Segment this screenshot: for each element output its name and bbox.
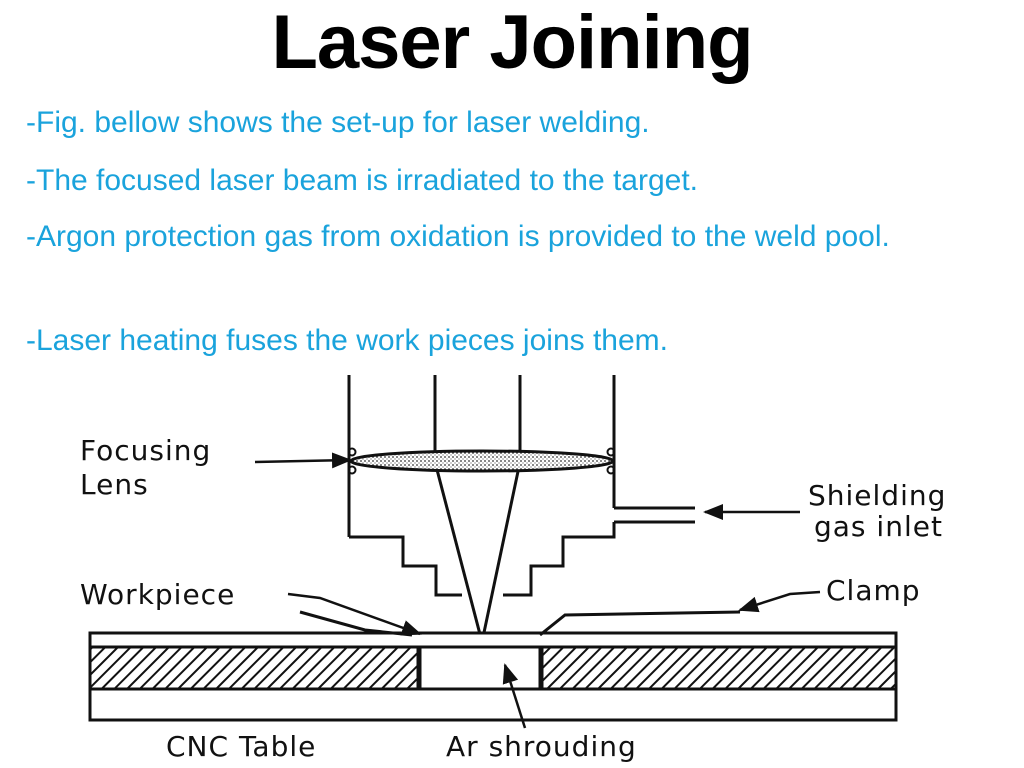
support-block-right xyxy=(540,645,898,691)
slide-title: Laser Joining xyxy=(271,0,753,85)
workpiece-plate xyxy=(88,631,898,649)
ar-shroud-box xyxy=(418,645,542,691)
clamp-left xyxy=(299,610,413,637)
lens-holder-left-top xyxy=(347,447,357,457)
label-focusing-lens-1: Focusing xyxy=(80,434,211,467)
focused-beam-right xyxy=(480,461,522,643)
nozzle-right xyxy=(503,522,616,597)
clamp-arrow xyxy=(738,590,821,613)
bullet-1: -Fig. bellow shows the set-up for laser … xyxy=(26,106,650,139)
cnc-table xyxy=(88,687,898,722)
label-shielding-gas-2: gas inlet xyxy=(814,510,943,543)
support-block-left xyxy=(88,645,420,691)
label-clamp: Clamp xyxy=(826,574,921,607)
bullet-2: -The focused laser beam is irradiated to… xyxy=(26,164,699,197)
focusing-lens-arrow xyxy=(254,452,352,469)
lens-holder-left-bottom xyxy=(347,465,357,475)
lens-holder-right-top xyxy=(606,447,616,457)
label-ar-shrouding: Ar shrouding xyxy=(446,730,637,763)
label-cnc-table: CNC Table xyxy=(166,730,316,763)
bullet-4: -Laser heating fuses the work pieces joi… xyxy=(26,324,668,357)
label-workpiece: Workpiece xyxy=(80,578,235,611)
lens-holder-right-bottom xyxy=(606,465,616,475)
ar-shrouding-arrow xyxy=(502,663,527,729)
workpiece-arrow xyxy=(287,592,422,636)
focusing-lens xyxy=(349,449,615,473)
label-focusing-lens-2: Lens xyxy=(80,468,149,501)
laser-welding-diagram: Focusing Lens Shielding gas inlet Workpi… xyxy=(80,375,946,763)
focused-beam-left xyxy=(433,461,484,643)
nozzle-left xyxy=(349,535,462,597)
bullet-3: -Argon protection gas from oxidation is … xyxy=(26,220,890,253)
clamp-right xyxy=(539,610,741,637)
label-shielding-gas-1: Shielding xyxy=(808,479,946,512)
